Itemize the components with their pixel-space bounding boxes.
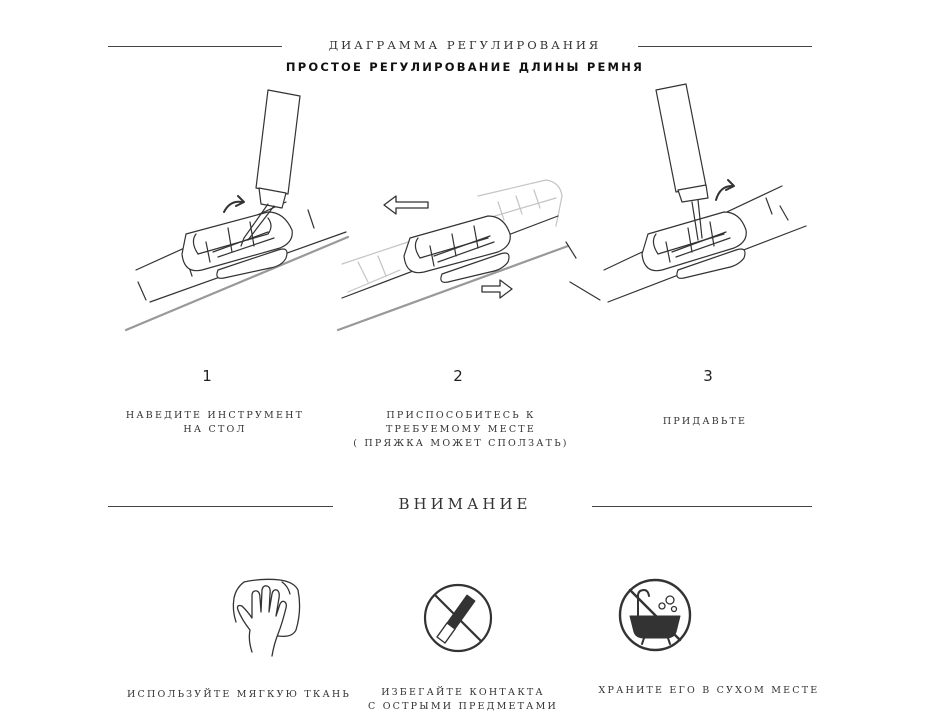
step-1-caption-line: НАВЕДИТЕ ИНСТРУМЕНТ xyxy=(125,410,305,421)
step-2-illustration xyxy=(336,179,570,332)
attention-rule-left xyxy=(108,506,333,507)
prohibition-slash xyxy=(628,588,682,642)
tool-pin xyxy=(691,199,703,241)
bathtub-icon xyxy=(629,615,681,639)
no-sharp-objects-icon xyxy=(423,583,493,653)
step-3-caption-line: ПРИДАВЬТЕ xyxy=(662,416,748,427)
buckle-body xyxy=(403,215,511,274)
header-rule-left xyxy=(108,46,282,47)
tool-collar xyxy=(258,187,287,209)
diagram-subtitle: ПРОСТОЕ РЕГУЛИРОВАНИЕ ДЛИНЫ РЕМНЯ xyxy=(285,60,645,74)
buckle-fold xyxy=(192,217,272,255)
prohibition-circle xyxy=(423,583,493,653)
tool-handle xyxy=(655,83,707,193)
strap-bottom-edge xyxy=(336,244,570,332)
tool-handle xyxy=(255,89,301,195)
knife-handle-icon xyxy=(436,622,456,644)
step-1-caption: НАВЕДИТЕ ИНСТРУМЕНТ НА СТОЛ xyxy=(100,409,330,437)
slide-right-arrow xyxy=(481,279,513,299)
bubble-icon xyxy=(658,602,666,610)
soft-cloth-caption: ИСПОЛЬЗУЙТЕ МЯГКУЮ ТКАНЬ xyxy=(110,688,368,702)
rotate-arrow xyxy=(715,185,733,201)
sharp-objects-caption: ИЗБЕГАЙТЕ КОНТАКТА С ОСТРЫМИ ПРЕДМЕТАМИ xyxy=(352,686,574,714)
header-rule-right xyxy=(638,46,812,47)
dry-place-caption: ХРАНИТЕ ЕГО В СУХОМ МЕСТЕ xyxy=(578,684,840,698)
dry-place-caption-line: ХРАНИТЕ ЕГО В СУХОМ МЕСТЕ xyxy=(598,685,820,696)
bubble-icon xyxy=(665,595,675,605)
buckle-bar xyxy=(212,231,275,258)
faucet-icon xyxy=(637,589,650,617)
step-1-illustration xyxy=(124,89,350,332)
ghost-buckle-outline xyxy=(341,179,563,293)
step-3-illustration xyxy=(565,83,807,303)
step-1-caption-line: НА СТОЛ xyxy=(183,424,247,435)
tool-pin xyxy=(240,203,275,247)
step-2-caption: ПРИСПОСОБИТЕСЬ К ТРЕБУЕМОМУ МЕСТЕ ( ПРЯЖ… xyxy=(330,409,592,451)
step-3-caption: ПРИДАВЬТЕ xyxy=(620,415,790,429)
bubble-icon xyxy=(670,605,678,613)
strap-bottom-edge xyxy=(124,235,350,332)
step-3-number: 3 xyxy=(703,367,713,385)
rotate-arrow xyxy=(223,200,243,213)
buckle-clasp xyxy=(676,248,746,279)
soft-cloth-caption-line: ИСПОЛЬЗУЙТЕ МЯГКУЮ ТКАНЬ xyxy=(127,689,351,700)
sharp-objects-caption-line: С ОСТРЫМИ ПРЕДМЕТАМИ xyxy=(368,701,558,712)
buckle-clasp xyxy=(216,248,288,279)
buckle-body xyxy=(181,211,293,272)
strap-link-lines xyxy=(565,197,789,301)
cloth-outline xyxy=(243,578,301,638)
step-2-caption-line: ( ПРЯЖКА МОЖЕТ СПОЛЗАТЬ) xyxy=(353,438,569,449)
attention-rule-right xyxy=(592,506,812,507)
hand-cloth-icon xyxy=(232,578,301,657)
attention-title: ВНИМАНИЕ xyxy=(398,495,532,513)
step-2-caption-line: ПРИСПОСОБИТЕСЬ К xyxy=(386,410,536,421)
no-water-bath-icon xyxy=(618,578,692,652)
prohibition-circle xyxy=(618,578,692,652)
hand-outline xyxy=(236,585,287,657)
step-1-number: 1 xyxy=(202,367,212,385)
buckle-body xyxy=(641,211,747,272)
step-2-caption-line: ТРЕБУЕМОМУ МЕСТЕ xyxy=(386,424,536,435)
diagram-title: ДИАГРАММА РЕГУЛИРОВАНИЯ xyxy=(328,38,602,52)
buckle-clasp xyxy=(440,252,510,283)
tool-collar xyxy=(677,184,709,203)
sharp-objects-caption-line: ИЗБЕГАЙТЕ КОНТАКТА xyxy=(381,687,545,698)
step-2-number: 2 xyxy=(453,367,463,385)
slide-left-arrow xyxy=(383,195,429,215)
